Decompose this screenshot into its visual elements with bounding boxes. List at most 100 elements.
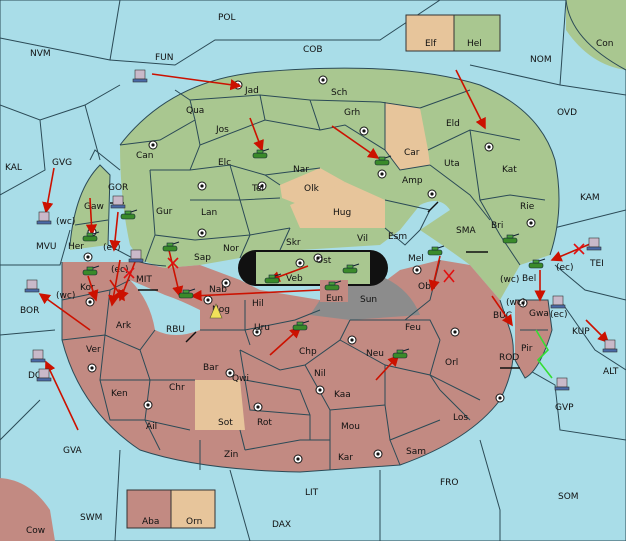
supply-center-core (224, 281, 228, 285)
supply-center-core (260, 184, 264, 188)
land-label: Gur (156, 207, 173, 217)
land-label: Chp (299, 347, 317, 357)
sea-label: FRO (440, 478, 459, 488)
land-label: Neu (366, 349, 384, 359)
sea-label: GVP (555, 403, 574, 413)
supply-center-core (228, 371, 232, 375)
sea-label: KAL (5, 163, 22, 173)
supply-center-core (88, 300, 92, 304)
coast-tag: (wc) (56, 291, 75, 301)
supply-center-core (415, 268, 419, 272)
land-label: Elc (218, 158, 231, 168)
sea-labels: POL NVM FUN COB NOM Con OVD KAL GVG KAM … (5, 13, 619, 536)
coast-tag: (ec) (103, 243, 121, 253)
legend-bottom: Aba Orn (126, 489, 216, 529)
convoy-route (535, 329, 553, 379)
province-hug[interactable] (290, 182, 385, 228)
supply-center-core (200, 231, 204, 235)
land-label: Nor (223, 244, 239, 254)
fleet-unit (24, 279, 40, 293)
supply-center-core (350, 338, 354, 342)
land-label: Bri (491, 221, 503, 231)
land-label: Kor (80, 283, 95, 293)
sea-label: COB (303, 45, 323, 55)
land-label: Bel (522, 274, 536, 284)
land-label: Kat (502, 165, 517, 175)
land-label: Ark (116, 321, 132, 331)
supply-center-core (90, 366, 94, 370)
sea-label: SWM (80, 513, 102, 523)
supply-center-core (256, 405, 260, 409)
sea-label: TEI (589, 259, 604, 269)
supply-center-core (200, 184, 204, 188)
supply-center-core (430, 192, 434, 196)
supply-center-core (318, 388, 322, 392)
units (24, 69, 618, 391)
sea-label: SMA (456, 226, 476, 236)
legend-label-hel: Hel (467, 39, 482, 49)
sea-label: GVG (52, 158, 72, 168)
land-label: Ken (111, 389, 128, 399)
land-label: Tel (251, 184, 264, 194)
province-con[interactable] (566, 0, 626, 70)
land-label: Sch (331, 88, 347, 98)
land-label: Bar (203, 363, 219, 373)
supply-center-core (487, 145, 491, 149)
sea-label: OVD (557, 108, 577, 118)
supply-center-core (296, 457, 300, 461)
supply-center-core (376, 452, 380, 456)
land-label: Can (136, 151, 154, 161)
land-label: Eun (326, 294, 343, 304)
province-car[interactable] (385, 102, 430, 170)
land-label: Jos (215, 125, 229, 135)
fleet-unit (110, 195, 126, 209)
supply-center-core (321, 78, 325, 82)
province-olk[interactable] (280, 168, 345, 205)
supply-center-core (151, 143, 155, 147)
land-label: Vil (357, 234, 368, 244)
fleet-unit (30, 349, 46, 363)
land-label: Los (453, 413, 468, 423)
land-label: Jad (244, 86, 259, 96)
sea-label: ROD (499, 353, 519, 363)
sea-label: Con (596, 39, 614, 49)
land-label: Kaa (334, 390, 351, 400)
land-label: Sot (218, 418, 233, 428)
land-label: Orl (445, 358, 458, 368)
fleet-unit (554, 377, 570, 391)
legend-box-hel (453, 14, 501, 52)
land-label: Nog (212, 305, 230, 315)
land-label: Car (404, 148, 420, 158)
land-label: Skr (286, 238, 301, 248)
land-label: Qwi (232, 374, 249, 384)
fleet-unit (36, 211, 52, 225)
coast-tag: (ec) (550, 310, 568, 320)
fleet-unit (128, 249, 144, 263)
sea-label: RBU (166, 325, 185, 335)
land-label: Feu (405, 323, 421, 333)
land-label: Uru (254, 323, 270, 333)
land-label: Her (68, 242, 84, 252)
legend-box-orn (170, 489, 216, 529)
land-label: Veb (286, 274, 303, 284)
sea-label: NVM (30, 49, 51, 59)
land-label: Sun (360, 295, 377, 305)
land-label: Ail (146, 422, 157, 432)
sea-label: SOM (558, 492, 579, 502)
land-label: Qua (186, 106, 204, 116)
supply-center-core (316, 256, 320, 260)
land-label: Ost (316, 256, 332, 266)
province-borders (61, 67, 560, 473)
supply-center-core (380, 172, 384, 176)
supply-center-core (86, 255, 90, 259)
order-arrows (38, 69, 610, 431)
province-cow[interactable] (0, 478, 55, 541)
warning-icon (209, 303, 223, 319)
connector-sma-n (427, 201, 439, 213)
land-label: Eld (446, 119, 460, 129)
sea-label: MVU (36, 242, 57, 252)
connector-rbu (185, 331, 197, 343)
province-sot[interactable] (195, 380, 245, 430)
land-label: Grh (344, 108, 360, 118)
